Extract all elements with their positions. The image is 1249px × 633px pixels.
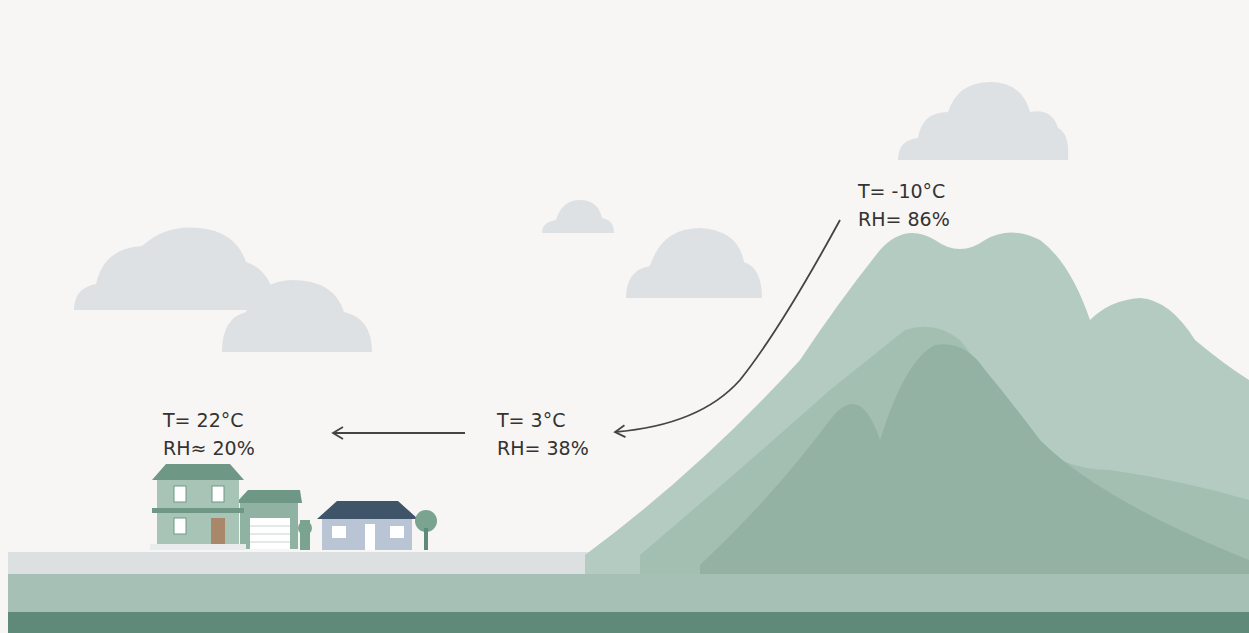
condition-label: RH= 86% — [858, 207, 950, 231]
wind-arrow — [333, 432, 465, 434]
condition-label: RH≈ 20% — [163, 436, 255, 460]
condition-label: T= 22°C — [163, 408, 244, 432]
condition-label: T= 3°C — [497, 408, 565, 432]
condition-label: T= -10°C — [858, 179, 945, 203]
condition-label: RH= 38% — [497, 436, 589, 460]
wind-arrow — [615, 220, 840, 432]
house — [150, 464, 437, 550]
